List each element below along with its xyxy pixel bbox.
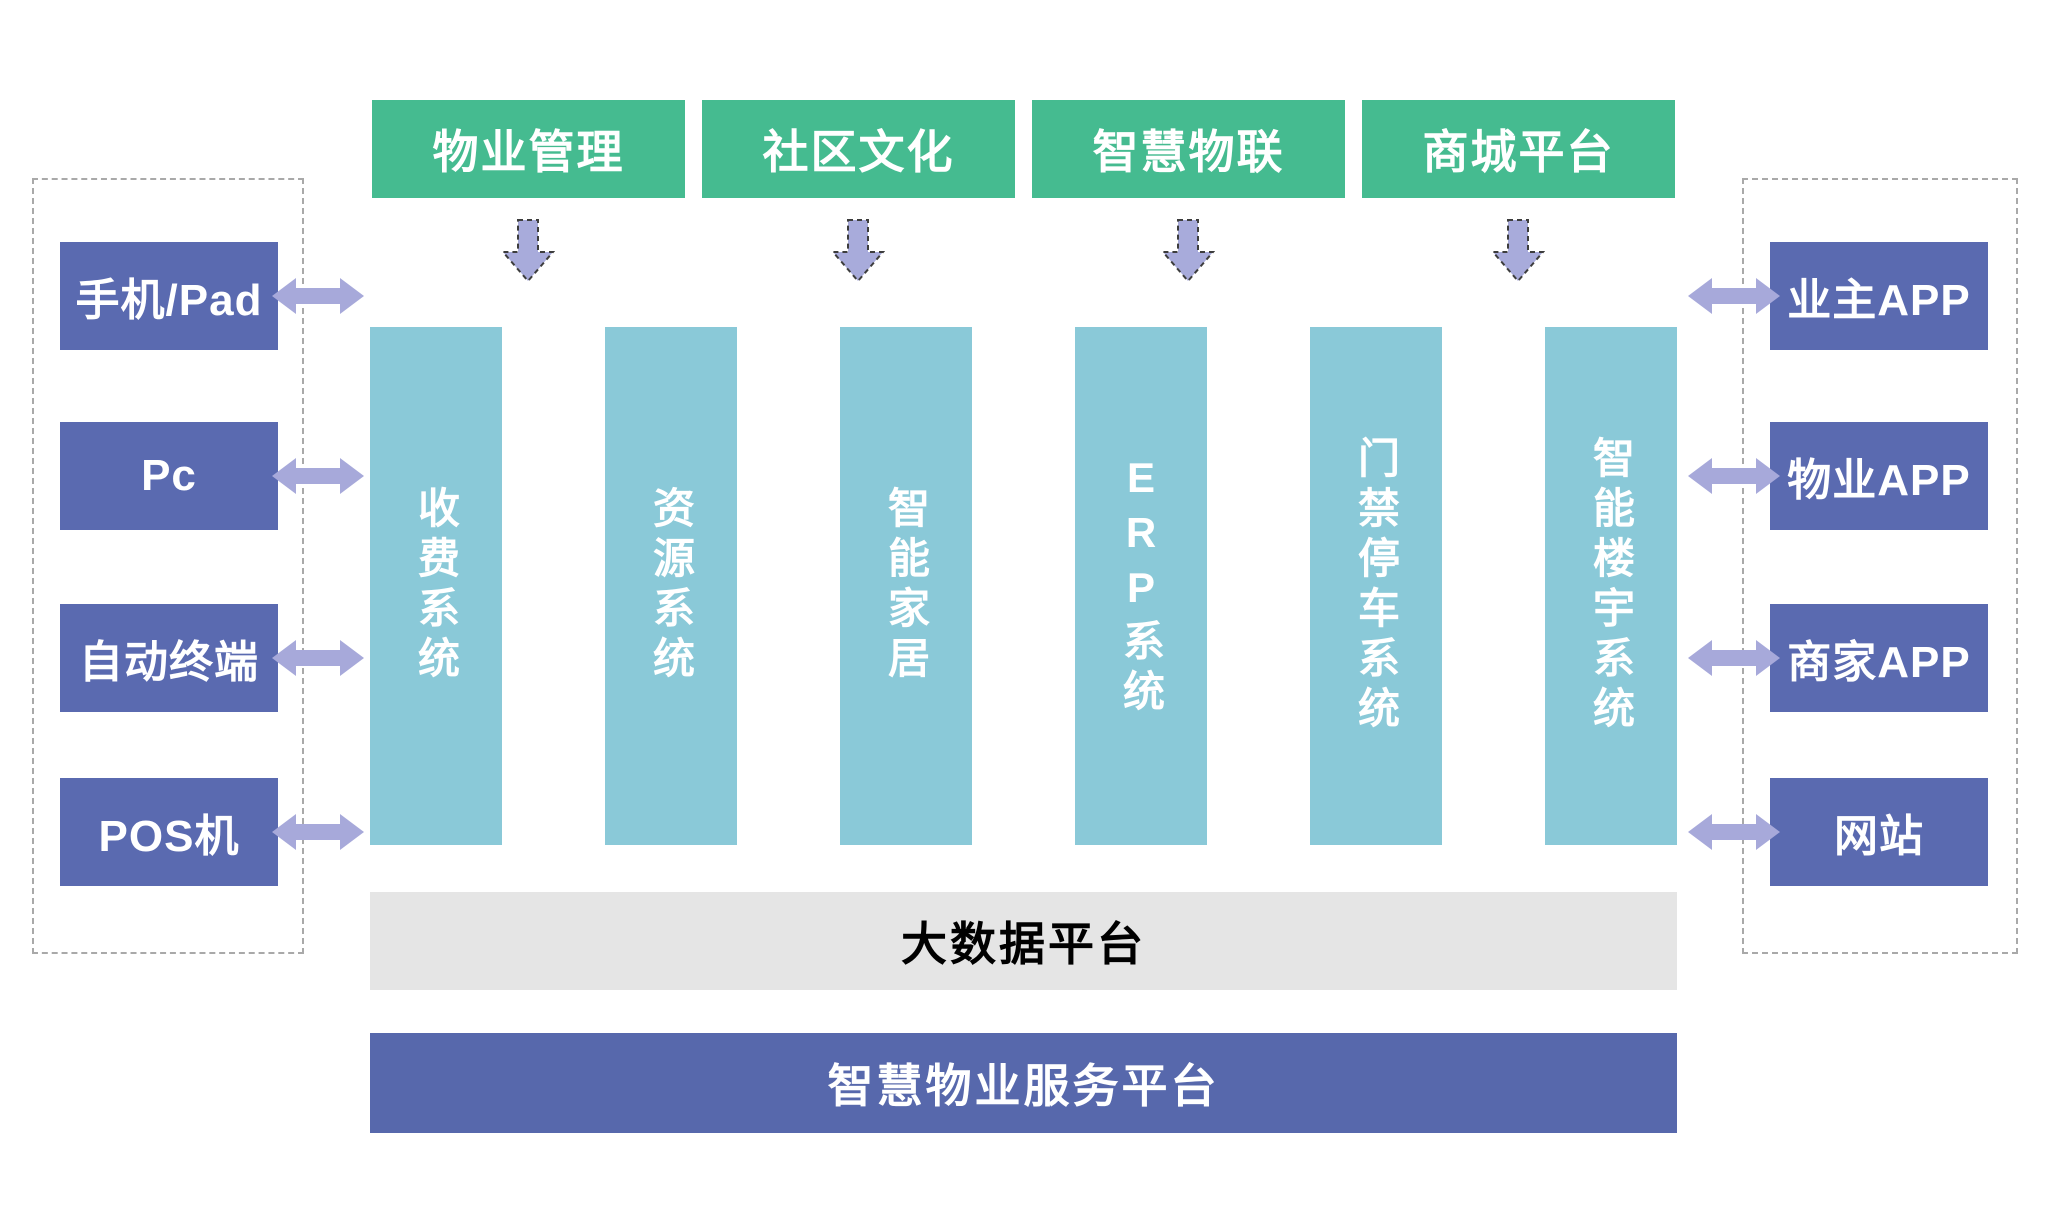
system-column-label: 智能家居	[882, 486, 930, 686]
app-box-owner-app: 业主APP	[1770, 242, 1988, 350]
double-arrow-icon	[1688, 811, 1780, 853]
module-box-community-culture: 社区文化	[702, 100, 1015, 198]
double-arrow-icon	[1688, 637, 1780, 679]
app-box-property-app: 物业APP	[1770, 422, 1988, 530]
down-arrow-icon	[830, 219, 886, 283]
big-data-platform-bar: 大数据平台	[370, 892, 1677, 990]
system-column-label: ERP系统	[1117, 453, 1165, 719]
module-box-property-management: 物业管理	[372, 100, 685, 198]
double-arrow-icon	[1688, 275, 1780, 317]
app-box-merchant-app: 商家APP	[1770, 604, 1988, 712]
device-box-pc: Pc	[60, 422, 278, 530]
system-column-resources: 资源系统	[605, 327, 737, 845]
system-column-charging: 收费系统	[370, 327, 502, 845]
down-arrow-icon	[500, 219, 556, 283]
device-box-pos: POS机	[60, 778, 278, 886]
system-column-smart-home: 智能家居	[840, 327, 972, 845]
system-column-erp: ERP系统	[1075, 327, 1207, 845]
double-arrow-icon	[1688, 455, 1780, 497]
system-column-label: 资源系统	[647, 486, 695, 686]
down-arrow-icon	[1160, 219, 1216, 283]
device-box-mobile-pad: 手机/Pad	[60, 242, 278, 350]
device-box-auto-terminal: 自动终端	[60, 604, 278, 712]
app-box-website: 网站	[1770, 778, 1988, 886]
system-column-smart-building: 智能楼宇系统	[1545, 327, 1677, 845]
double-arrow-icon	[272, 275, 364, 317]
double-arrow-icon	[272, 811, 364, 853]
down-arrow-icon	[1490, 219, 1546, 283]
module-box-smart-iot: 智慧物联	[1032, 100, 1345, 198]
double-arrow-icon	[272, 637, 364, 679]
double-arrow-icon	[272, 455, 364, 497]
system-column-label: 收费系统	[412, 486, 460, 686]
devices-panel	[32, 178, 304, 954]
apps-panel	[1742, 178, 2018, 954]
system-column-label: 门禁停车系统	[1352, 436, 1400, 736]
system-column-access-parking: 门禁停车系统	[1310, 327, 1442, 845]
smart-property-service-platform-bar: 智慧物业服务平台	[370, 1033, 1677, 1133]
module-box-mall-platform: 商城平台	[1362, 100, 1675, 198]
system-column-label: 智能楼宇系统	[1587, 436, 1635, 736]
